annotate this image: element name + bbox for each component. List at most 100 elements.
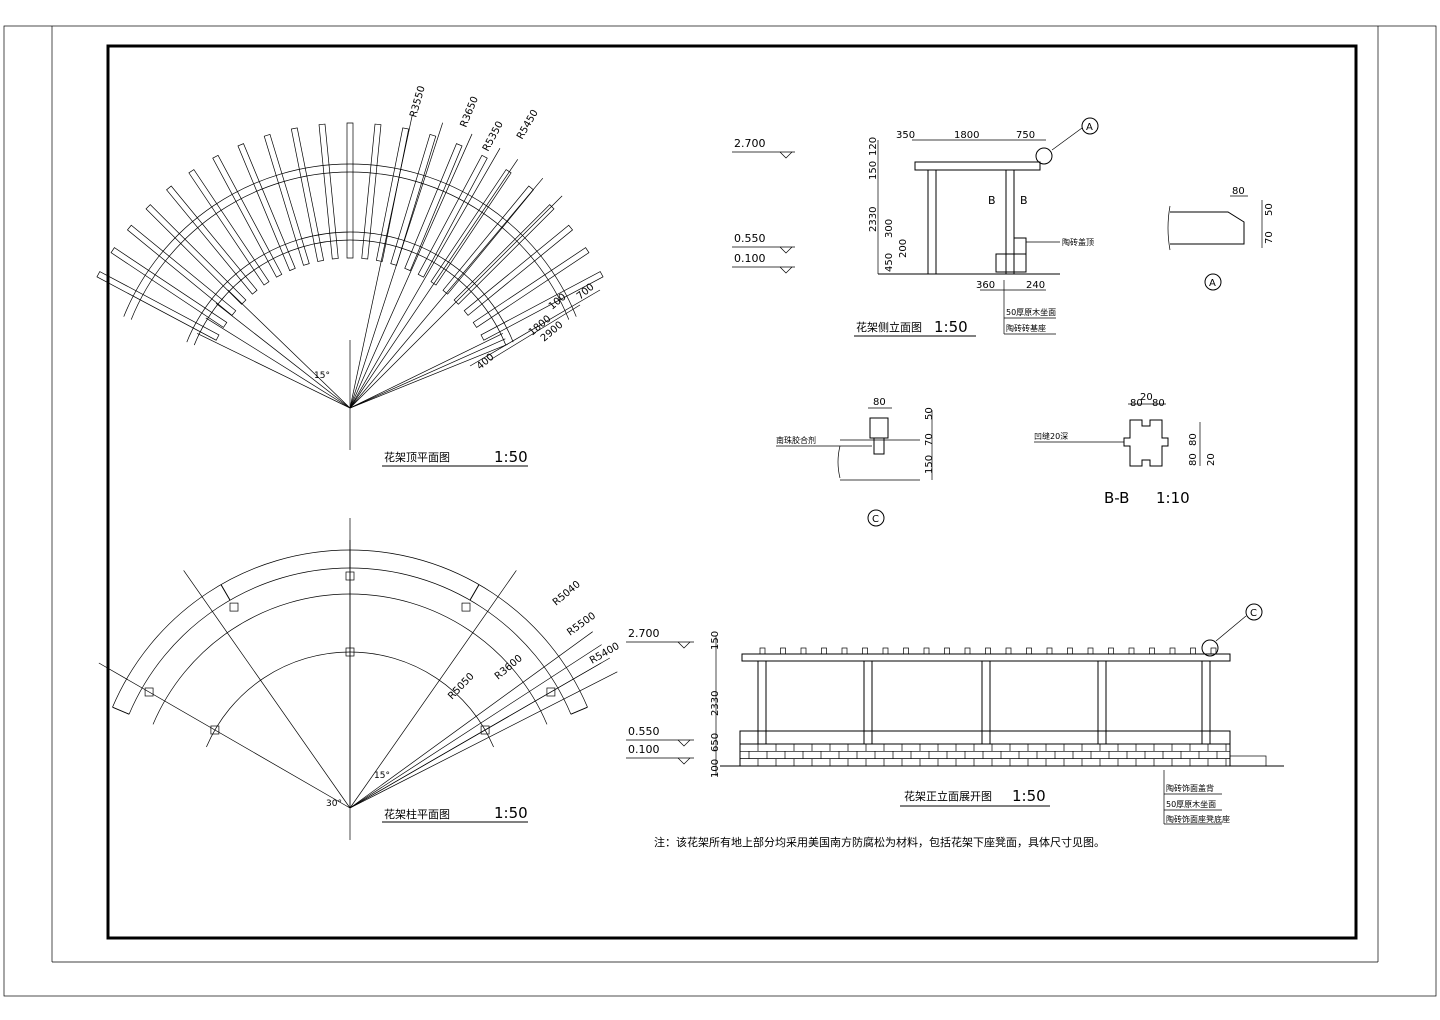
radius-label: R5050 (446, 671, 476, 702)
radius-line (349, 338, 506, 409)
dimension-label: 120 (868, 137, 879, 156)
dimension-label: 700 (575, 282, 597, 303)
beam-arc (130, 171, 570, 320)
post (863, 660, 873, 745)
level-label: 0.100 (628, 743, 660, 756)
radius-lines (197, 114, 563, 409)
legend-line: 50厚原木坐面 (1006, 307, 1056, 317)
leader-label: 南珠胶合剂 (776, 435, 816, 445)
column-marker (546, 687, 556, 697)
view-title: 花架侧立面图 (856, 320, 922, 334)
detail-mark: A (1209, 278, 1216, 289)
dimension-label: 80 (1188, 453, 1199, 466)
column-marker (229, 602, 239, 612)
rafter-end (1067, 647, 1073, 655)
side-elevation-view: 2.700 0.550 0.100 350 1800 750 A B B 150… (732, 117, 1099, 337)
bench-base (995, 253, 1027, 273)
radius-label: R3650 (459, 95, 481, 129)
radius-line (349, 195, 563, 409)
post (757, 660, 767, 745)
rafter (188, 169, 270, 286)
rafter-end (1190, 647, 1196, 655)
rafter (404, 143, 463, 272)
end-cap (469, 584, 480, 601)
view-title: 花架正立面展开图 (904, 789, 992, 803)
detail-mark-circle (867, 509, 885, 527)
view-title: 花架顶平面图 (384, 451, 450, 464)
rafter (346, 122, 354, 259)
rafter-end (1108, 647, 1114, 655)
sheet-borders (3, 25, 1437, 997)
angle-label: 30° (326, 799, 342, 809)
rafter-end (1005, 647, 1012, 655)
front-elevation-view: 2.700 0.550 0.100 150 2330 650 100 C 陶砖饰… (626, 603, 1284, 825)
dimension-label: 100 (547, 292, 569, 313)
dimension-label: 750 (1016, 130, 1035, 141)
dimension-label: 70 (1264, 231, 1275, 244)
view-title: B-B (1104, 489, 1129, 507)
dimension-label: 100 (710, 759, 721, 778)
rafter (145, 204, 247, 305)
rafter-end (882, 647, 889, 655)
leader-label: 陶砖盖顶 (1062, 237, 1094, 247)
brick-base (739, 730, 1267, 767)
radius-line (227, 289, 351, 409)
dimension-label: 80 (873, 397, 886, 408)
radius-line (197, 333, 351, 409)
section-mark: B (988, 194, 996, 207)
rafter (361, 123, 382, 260)
rafter (463, 224, 574, 316)
rafter-end (1087, 647, 1094, 655)
bench-cap (739, 730, 1231, 745)
dimension-label: 1800 (954, 130, 979, 141)
legend-line: 50厚原木坐面 (1166, 799, 1216, 809)
beam-arcs (123, 163, 577, 346)
rafter-end (903, 647, 909, 655)
detail-a: 80 50 70 A (1167, 186, 1275, 291)
column-marker (144, 687, 154, 697)
beam-arc (123, 163, 577, 317)
rafter-end (985, 647, 991, 655)
radius-line (349, 570, 517, 809)
level-label: 0.100 (734, 252, 766, 265)
rafter (96, 271, 220, 341)
view-scale: 1:50 (494, 448, 528, 466)
rafter (166, 185, 258, 295)
angle-label: 15° (374, 771, 390, 781)
radius-line (349, 177, 544, 409)
callout-mark: A (1086, 122, 1093, 133)
legend-line: 陶砖饰面盖背 (1166, 783, 1214, 793)
level-label: 0.550 (734, 232, 766, 245)
legend-line: 陶砖饰面座凳底座 (1166, 814, 1230, 824)
rafter (430, 169, 512, 286)
rafter-end (759, 647, 766, 655)
general-note: 注：该花架所有地上部分均采用美国南方防腐松为材料，包括花架下座凳面，具体尺寸见图… (654, 835, 1105, 849)
radius-label: R5500 (565, 610, 598, 638)
post (981, 660, 991, 745)
rafter-ends (759, 647, 1217, 655)
radius-label: R5450 (515, 108, 541, 142)
rafter (126, 224, 237, 316)
radius-line (349, 122, 444, 409)
rafter-end (923, 647, 930, 655)
callout-circle (1035, 147, 1053, 165)
dimension-line (489, 304, 581, 361)
radius-line (349, 631, 593, 809)
dimension-label: 70 (924, 433, 935, 446)
rafter-end (944, 647, 950, 655)
detail-mark: C (872, 514, 879, 525)
radius-line (349, 159, 519, 409)
rafter-end (1128, 647, 1135, 655)
level-label: 2.700 (734, 137, 766, 150)
radius-line (349, 343, 508, 409)
end-cap (220, 584, 231, 601)
beam-arc (186, 231, 514, 343)
rafter-end (821, 647, 827, 655)
leader-label: 凹缝20深 (1034, 431, 1068, 441)
dimension-label: 2330 (710, 691, 721, 716)
dimension-label: 150 (924, 455, 935, 474)
dimension-label: 450 (884, 253, 895, 272)
dimension-label: 150 (868, 161, 879, 180)
dimension-label: 80 (1152, 398, 1165, 409)
rafter (290, 127, 325, 262)
